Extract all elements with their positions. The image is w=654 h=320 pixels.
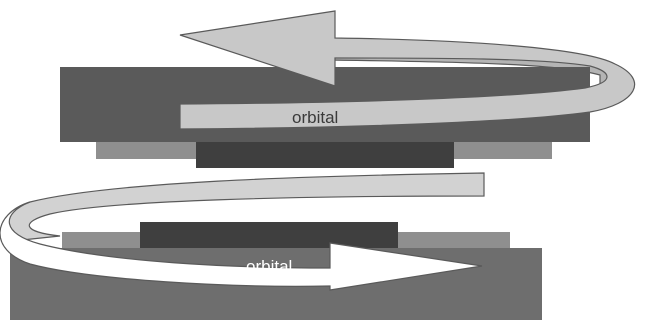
upper-orbital-label: orbital [292, 108, 338, 127]
upper-orbital-arrow [179, 10, 636, 130]
lower-orbital-arrow [0, 201, 483, 291]
lower-orbital-arrow-back [4, 172, 485, 241]
lower-orbital-label: orbital [246, 257, 292, 276]
lower-assembly: orbital [0, 172, 542, 320]
upper-assembly: orbital [60, 10, 636, 168]
lower-pad [140, 222, 398, 248]
upper-pad [196, 142, 454, 168]
